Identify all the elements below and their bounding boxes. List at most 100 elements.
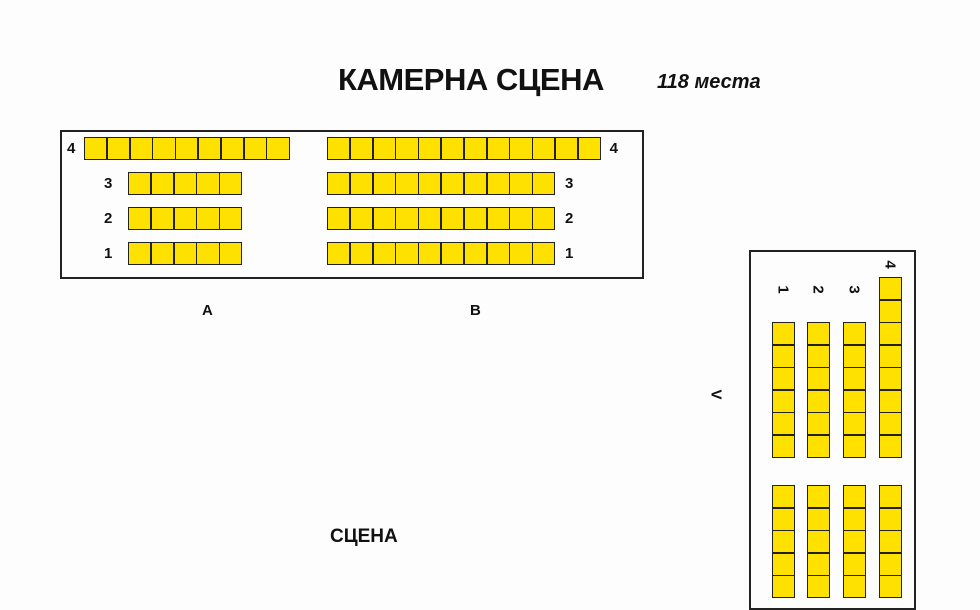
seat[interactable] [808,390,829,412]
seat[interactable] [350,243,373,264]
seat[interactable] [844,345,865,367]
seat[interactable] [197,173,219,194]
seat[interactable] [487,173,509,194]
seat[interactable] [328,243,350,264]
seat[interactable] [880,531,901,552]
seat[interactable] [151,173,174,194]
seat[interactable] [773,576,794,597]
seat[interactable] [880,508,901,530]
seat[interactable] [773,486,794,507]
seat[interactable] [844,508,865,530]
seat[interactable] [419,173,441,194]
seat[interactable] [464,173,487,194]
seat[interactable] [153,138,175,159]
seat[interactable] [267,138,289,159]
seat[interactable] [441,173,464,194]
seat[interactable] [151,243,174,264]
seat[interactable] [578,138,601,159]
seat[interactable] [129,173,151,194]
seat[interactable] [350,173,373,194]
seat[interactable] [487,138,509,159]
seat[interactable] [880,300,901,322]
seat[interactable] [880,553,901,575]
seat[interactable] [510,243,532,264]
seat[interactable] [533,138,555,159]
seat[interactable] [808,368,829,389]
seat[interactable] [880,345,901,367]
seat[interactable] [808,508,829,530]
seat[interactable] [220,173,242,194]
seat[interactable] [844,368,865,389]
seat[interactable] [174,243,196,264]
seat[interactable] [464,138,487,159]
seat[interactable] [198,138,221,159]
seat[interactable] [533,173,555,194]
seat[interactable] [350,208,373,229]
seat[interactable] [808,531,829,552]
seat[interactable] [773,435,794,457]
seat[interactable] [533,208,555,229]
seat[interactable] [487,243,509,264]
seat[interactable] [880,435,901,457]
seat[interactable] [773,508,794,530]
seat[interactable] [419,208,441,229]
seat[interactable] [844,390,865,412]
seat[interactable] [328,173,350,194]
seat[interactable] [244,138,266,159]
seat[interactable] [844,576,865,597]
seat[interactable] [880,576,901,597]
seat[interactable] [419,138,441,159]
seat[interactable] [396,243,418,264]
seat[interactable] [487,208,509,229]
seat[interactable] [773,553,794,575]
seat[interactable] [396,173,418,194]
seat[interactable] [373,208,395,229]
seat[interactable] [85,138,107,159]
seat[interactable] [107,138,130,159]
seat[interactable] [555,138,578,159]
seat[interactable] [773,531,794,552]
seat[interactable] [844,486,865,507]
seat[interactable] [441,243,464,264]
seat[interactable] [396,208,418,229]
seat[interactable] [808,576,829,597]
seat[interactable] [880,278,901,299]
seat[interactable] [510,138,532,159]
seat[interactable] [880,323,901,344]
seat[interactable] [808,323,829,344]
seat[interactable] [880,390,901,412]
seat[interactable] [773,323,794,344]
seat[interactable] [773,368,794,389]
seat[interactable] [844,435,865,457]
seat[interactable] [151,208,174,229]
seat[interactable] [773,413,794,434]
seat[interactable] [221,138,244,159]
seat[interactable] [880,368,901,389]
seat[interactable] [880,486,901,507]
seat[interactable] [129,243,151,264]
seat[interactable] [844,413,865,434]
seat[interactable] [176,138,198,159]
seat[interactable] [464,208,487,229]
seat[interactable] [174,208,196,229]
seat[interactable] [328,138,350,159]
seat[interactable] [533,243,555,264]
seat[interactable] [808,345,829,367]
seat[interactable] [419,243,441,264]
seat[interactable] [197,208,219,229]
seat[interactable] [510,173,532,194]
seat[interactable] [441,138,464,159]
seat[interactable] [773,345,794,367]
seat[interactable] [373,173,395,194]
seat[interactable] [350,138,373,159]
seat[interactable] [510,208,532,229]
seat[interactable] [844,553,865,575]
seat[interactable] [197,243,219,264]
seat[interactable] [220,208,242,229]
seat[interactable] [773,390,794,412]
seat[interactable] [808,553,829,575]
seat[interactable] [373,243,395,264]
seat[interactable] [129,208,151,229]
seat[interactable] [844,531,865,552]
seat[interactable] [808,435,829,457]
